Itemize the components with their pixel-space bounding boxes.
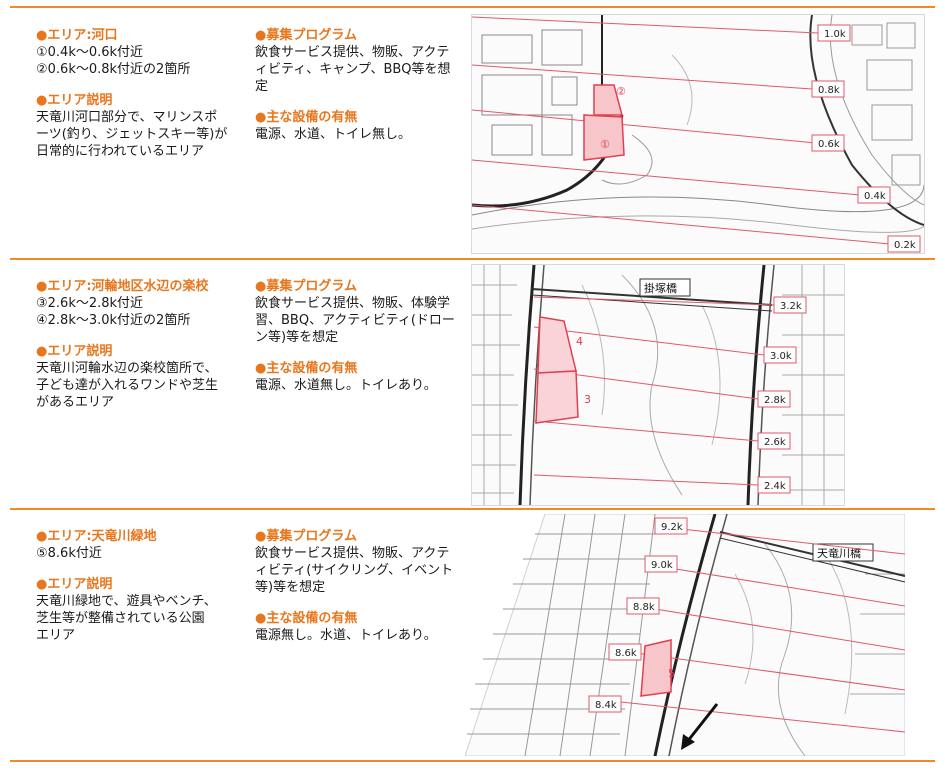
description-heading: ●エリア説明 (36, 344, 113, 359)
km-label: 2.6k (757, 432, 791, 450)
km-label: 0.6k (811, 134, 845, 152)
svg-text:2.8k: 2.8k (764, 395, 786, 406)
program-info-column: ●募集プログラム 飲食サービス提供、物販、アクテ ィビティ、キャンプ、BBQ等を… (255, 27, 460, 143)
km-label: 8.4k (588, 695, 622, 713)
section-kakou: ●エリア:河口 ①0.4k～0.6k付近 ②0.6k～0.8k付近の2箇所 ●エ… (0, 0, 945, 258)
section-divider-1 (10, 258, 935, 260)
facility-heading: ●主な設備の有無 (255, 361, 358, 376)
km-label: 8.6k (608, 643, 642, 661)
svg-text:0.4k: 0.4k (864, 191, 886, 202)
area-info-column: ●エリア:天竜川緑地 ⑤8.6k付近 ●エリア説明 天竜川緑地で、遊具やベンチ、… (36, 528, 251, 644)
svg-text:1.0k: 1.0k (824, 29, 846, 40)
km-label: 2.4k (757, 476, 791, 494)
area-info-column: ●エリア:河輪地区水辺の楽校 ③2.6k～2.8k付近 ④2.8k～3.0k付近… (36, 278, 251, 411)
facility-line: 電源、水道、トイレ無し。 (255, 127, 412, 142)
program-info-column: ●募集プログラム 飲食サービス提供、物販、アクテ ィビティ(サイクリング、イベン… (255, 528, 460, 644)
bridge-label: 掛塚橋 (639, 278, 691, 297)
svg-text:2.6k: 2.6k (764, 437, 786, 448)
program-heading: ●募集プログラム (255, 279, 357, 294)
area-line: ①0.4k～0.6k付近 (36, 45, 144, 60)
map-kawawa: 掛塚橋 4 3 3.2k 3.0k 2.8k 2.6k 2.4k (471, 264, 845, 506)
km-label: 9.0k (644, 555, 678, 573)
section-ryokuchi: ●エリア:天竜川緑地 ⑤8.6k付近 ●エリア説明 天竜川緑地で、遊具やベンチ、… (0, 508, 945, 760)
zone-marker-1: ① (600, 138, 610, 151)
km-label: 3.0k (763, 346, 797, 364)
km-label: 0.2k (887, 235, 921, 253)
program-heading: ●募集プログラム (255, 28, 357, 43)
map-ryokuchi: 天竜川橋 5 9.2k 9.0k 8.8k 8.6k 8.4k (465, 514, 905, 756)
svg-text:8.4k: 8.4k (595, 700, 617, 711)
section-kawawa: ●エリア:河輪地区水辺の楽校 ③2.6k～2.8k付近 ④2.8k～3.0k付近… (0, 258, 945, 508)
program-line: 飲食サービス提供、物販、アクテ (255, 546, 450, 561)
area-heading: ●エリア:河口 (36, 28, 118, 43)
bridge-label: 天竜川橋 (812, 543, 874, 562)
zone-marker-4: 4 (576, 335, 583, 348)
section-divider-2 (10, 508, 935, 510)
description-line: エリア (36, 628, 76, 643)
facility-line: 電源、水道無し。トイレあり。 (255, 378, 437, 393)
area-line: ③2.6k～2.8k付近 (36, 296, 144, 311)
description-line: 芝生等が整備されている公園 (36, 611, 205, 626)
program-line: 等)等を想定 (255, 580, 326, 595)
description-heading: ●エリア説明 (36, 577, 113, 592)
description-line: 天竜川河口部分で、マリンスポ (36, 110, 218, 125)
km-label: 2.8k (757, 390, 791, 408)
svg-text:0.8k: 0.8k (818, 85, 840, 96)
svg-text:9.0k: 9.0k (651, 560, 673, 571)
facility-heading: ●主な設備の有無 (255, 611, 358, 626)
program-line: 習、BBQ、アクティビティ(ドロー (255, 313, 455, 328)
svg-text:3.0k: 3.0k (770, 351, 792, 362)
description-line: 天竜川緑地で、遊具やベンチ、 (36, 594, 217, 609)
description-line: 日常的に行われているエリア (36, 144, 204, 159)
area-info-column: ●エリア:河口 ①0.4k～0.6k付近 ②0.6k～0.8k付近の2箇所 ●エ… (36, 27, 246, 160)
program-line: ン等)等を想定 (255, 330, 339, 345)
program-heading: ●募集プログラム (255, 529, 357, 544)
description-line: 天竜川河輪水辺の楽校箇所で、 (36, 361, 218, 376)
svg-text:0.6k: 0.6k (818, 139, 840, 150)
svg-text:掛塚橋: 掛塚橋 (644, 281, 677, 295)
section-divider-bottom (10, 760, 935, 762)
km-label: 0.4k (857, 186, 891, 204)
zone-marker-5: 5 (668, 667, 675, 680)
program-line: 飲食サービス提供、物販、アクテ (255, 45, 450, 60)
km-label: 0.8k (811, 80, 845, 98)
program-info-column: ●募集プログラム 飲食サービス提供、物販、体験学 習、BBQ、アクティビティ(ド… (255, 278, 460, 394)
program-line: ィビティ、キャンプ、BBQ等を想 (255, 62, 451, 77)
svg-text:2.4k: 2.4k (764, 481, 786, 492)
km-label: 8.8k (626, 597, 660, 615)
facility-line: 電源無し。水道、トイレあり。 (255, 628, 437, 643)
svg-text:9.2k: 9.2k (661, 522, 683, 533)
svg-text:3.2k: 3.2k (780, 301, 802, 312)
km-label: 1.0k (817, 24, 851, 42)
program-line: ィビティ(サイクリング、イベント (255, 563, 454, 578)
program-line: 定 (255, 79, 269, 94)
svg-text:天竜川橋: 天竜川橋 (817, 546, 861, 560)
km-label: 3.2k (773, 296, 807, 314)
svg-text:0.2k: 0.2k (894, 240, 916, 251)
area-line: ②0.6k～0.8k付近の2箇所 (36, 62, 191, 77)
zone-marker-2: ② (616, 85, 626, 98)
area-line: ④2.8k～3.0k付近の2箇所 (36, 313, 191, 328)
program-line: 飲食サービス提供、物販、体験学 (255, 296, 451, 311)
description-line: 子ども達が入れるワンドや芝生 (36, 378, 219, 393)
svg-text:8.6k: 8.6k (615, 648, 637, 659)
km-label: 9.2k (654, 517, 688, 535)
description-line: ーツ(釣り、ジェットスキー等)が (36, 127, 228, 142)
area-heading: ●エリア:天竜川緑地 (36, 529, 157, 544)
description-heading: ●エリア説明 (36, 93, 113, 108)
description-line: があるエリア (36, 395, 115, 410)
svg-text:8.8k: 8.8k (633, 602, 655, 613)
zone-marker-3: 3 (584, 393, 591, 406)
map-kakou: ② ① 1.0k 0.8k 0.6k 0.4k 0.2k (471, 14, 925, 254)
section-divider-top (10, 6, 935, 8)
area-heading: ●エリア:河輪地区水辺の楽校 (36, 279, 209, 294)
area-line: ⑤8.6k付近 (36, 546, 102, 561)
facility-heading: ●主な設備の有無 (255, 110, 358, 125)
flow-direction-arrow-icon (681, 734, 695, 750)
